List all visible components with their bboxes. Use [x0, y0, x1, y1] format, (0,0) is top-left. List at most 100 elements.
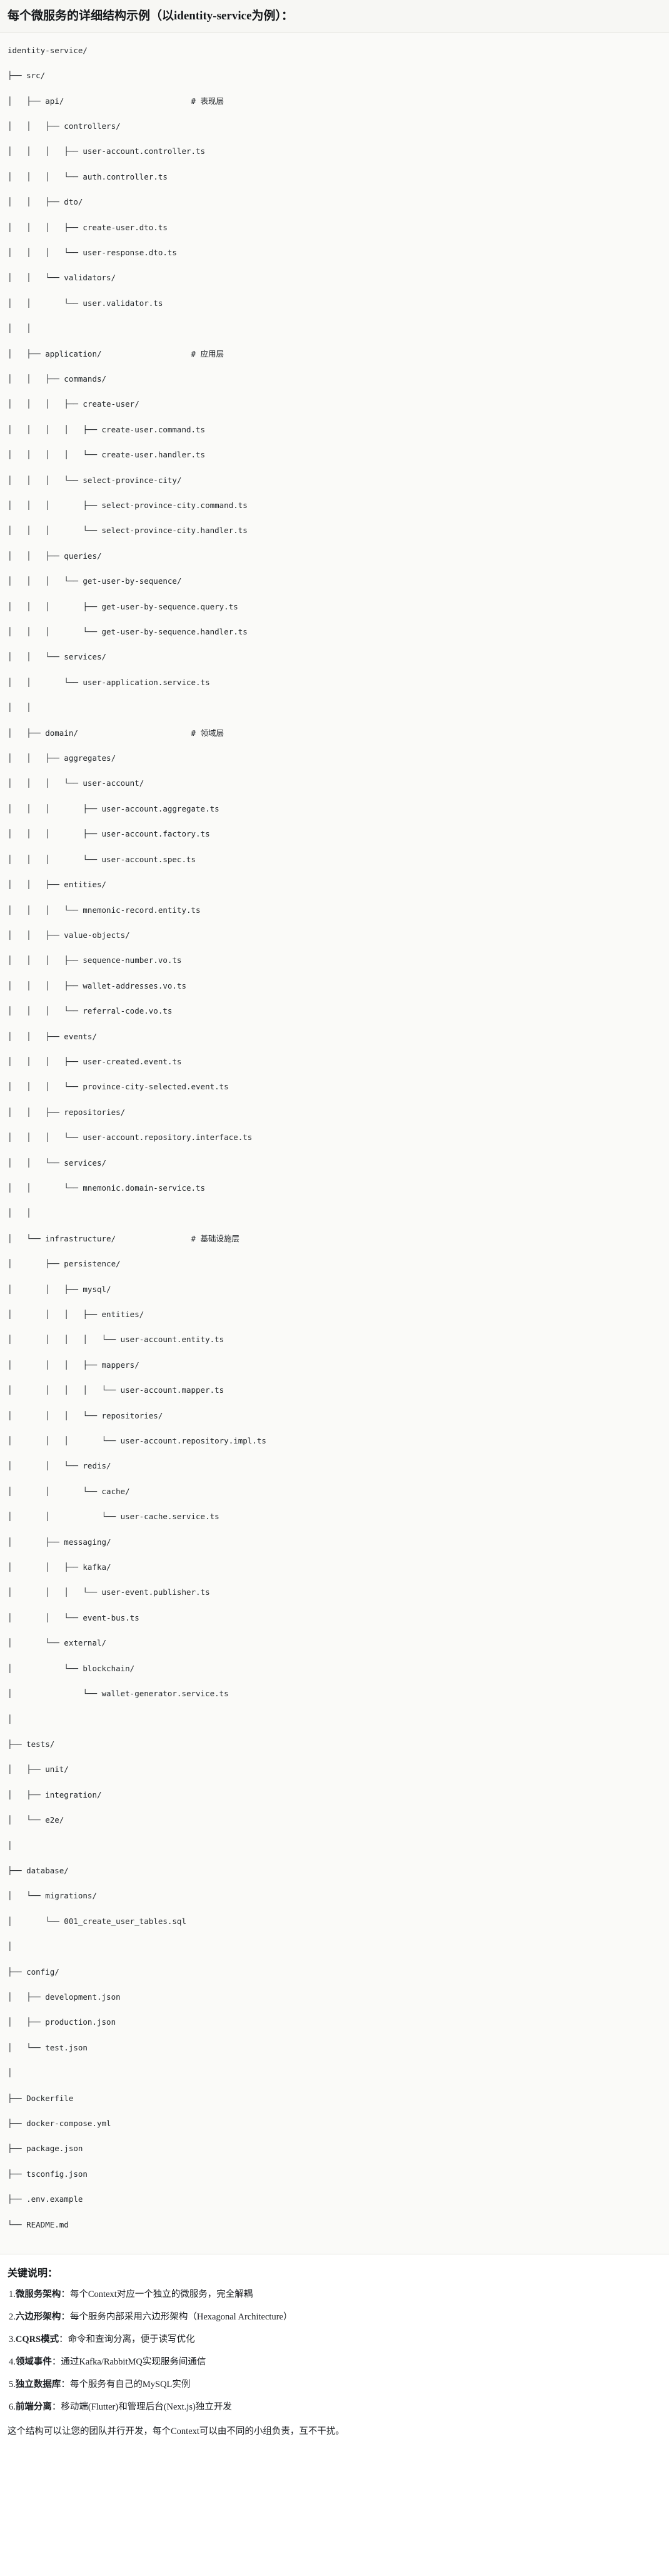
tree-line: │ │ └── user-cache.service.ts — [8, 1512, 219, 1522]
tree-line: ├── tests/ — [8, 1739, 55, 1749]
tree-line: │ └── 001_create_user_tables.sql — [8, 1916, 186, 1926]
tree-line: │ │ ├── repositories/ — [8, 1107, 126, 1117]
tree-line: │ │ │ └── referral-code.vo.ts — [8, 1006, 173, 1016]
tree-line: │ │ │ └── auth.controller.ts — [8, 171, 168, 181]
tree-line: │ │ └── cache/ — [8, 1486, 130, 1496]
tree-line: │ │ — [8, 323, 31, 333]
tree-line: │ │ │ └── select-province-city/ — [8, 475, 182, 485]
directory-tree-block: identity-service/ ├── src/ │ ├── api/ # … — [0, 33, 669, 2255]
tree-line: │ — [8, 2068, 13, 2078]
key-point-body: ：每个Context对应一个独立的微服务，完全解耦 — [61, 2289, 253, 2300]
tree-line: │ │ └── validators/ — [8, 273, 116, 283]
tree-line: │ │ ├── aggregates/ — [8, 753, 116, 763]
tree-line: │ │ │ ├── user-account.factory.ts — [8, 829, 210, 839]
tree-line: │ │ │ └── get-user-by-sequence.handler.t… — [8, 627, 248, 637]
key-point-number: 4. — [9, 2357, 16, 2368]
tree-line: ├── database/ — [8, 1865, 69, 1875]
tree-line: │ │ ├── queries/ — [8, 551, 102, 561]
tree-line: identity-service/ — [8, 45, 88, 55]
tree-line: │ │ │ ├── select-province-city.command.t… — [8, 501, 248, 510]
tree-line: │ │ │ └── user-account.repository.interf… — [8, 1133, 253, 1143]
tree-line: │ │ │ ├── entities/ — [8, 1310, 144, 1319]
tree-line: │ │ │ ├── user-created.event.ts — [8, 1056, 182, 1066]
tree-line: │ │ ├── entities/ — [8, 880, 107, 890]
document-page: 每个微服务的详细结构示例（以identity-service为例）： ident… — [0, 0, 669, 2448]
key-point-number: 3. — [9, 2334, 16, 2345]
tree-line: │ │ │ │ ├── create-user.command.ts — [8, 424, 206, 434]
tree-line: │ │ │ └── get-user-by-sequence/ — [8, 576, 182, 586]
page-title: 每个微服务的详细结构示例（以identity-service为例）： — [8, 9, 294, 23]
closing-paragraph: 这个结构可以让您的团队并行开发，每个Context可以由不同的小组负责，互不干扰… — [8, 2426, 345, 2437]
key-point-item: 4.领域事件：通过Kafka/RabbitMQ实现服务间通信 — [8, 2356, 661, 2369]
tree-line: ├── package.json — [8, 2144, 83, 2154]
tree-line: │ │ │ └── user-account/ — [8, 778, 144, 788]
tree-line: ├── config/ — [8, 1967, 59, 1977]
tree-line: │ │ │ ├── create-user/ — [8, 399, 139, 409]
tree-line: │ │ │ ├── wallet-addresses.vo.ts — [8, 980, 186, 990]
tree-line: │ ├── production.json — [8, 2017, 116, 2027]
key-point-number: 1. — [9, 2289, 16, 2300]
tree-line: │ ├── domain/ # 领域层 — [8, 728, 224, 738]
tree-line: │ └── e2e/ — [8, 1815, 64, 1825]
tree-line: ├── docker-compose.yml — [8, 2119, 111, 2128]
key-point-body: ：通过Kafka/RabbitMQ实现服务间通信 — [51, 2357, 206, 2368]
tree-line: │ │ └── services/ — [8, 1158, 107, 1168]
tree-line: │ │ │ └── user-event.publisher.ts — [8, 1587, 210, 1597]
tree-line: │ │ — [8, 1208, 31, 1218]
key-point-body: ：每个服务内部采用六边形架构（Hexagonal Architecture） — [61, 2312, 293, 2323]
tree-line: │ │ ├── commands/ — [8, 374, 107, 384]
tree-line: │ │ └── redis/ — [8, 1461, 111, 1471]
tree-line: │ └── migrations/ — [8, 1891, 97, 1901]
tree-line: │ — [8, 1840, 13, 1850]
tree-line: │ │ │ └── mnemonic-record.entity.ts — [8, 905, 201, 915]
tree-line: │ ├── persistence/ — [8, 1259, 121, 1269]
key-point-term: 独立数据库 — [15, 2380, 61, 2390]
tree-line: │ │ │ └── user-account.repository.impl.t… — [8, 1436, 266, 1446]
key-point-item: 1.微服务架构：每个Context对应一个独立的微服务，完全解耦 — [8, 2288, 661, 2301]
tree-line: │ └── wallet-generator.service.ts — [8, 1689, 229, 1699]
tree-line: └── README.md — [8, 2219, 69, 2229]
tree-line: │ │ └── user.validator.ts — [8, 298, 163, 308]
tree-line: │ │ └── services/ — [8, 652, 107, 662]
tree-line: │ │ ├── value-objects/ — [8, 930, 130, 940]
key-point-term: 微服务架构 — [15, 2289, 61, 2300]
directory-tree: identity-service/ ├── src/ │ ├── api/ # … — [0, 44, 669, 2244]
key-point-number: 6. — [9, 2402, 16, 2413]
tree-line: │ │ ├── controllers/ — [8, 121, 121, 131]
key-point-item: 6.前端分离：移动端(Flutter)和管理后台(Next.js)独立开发 — [8, 2401, 661, 2414]
key-point-body: ：命令和查询分离，便于读写优化 — [59, 2334, 195, 2345]
tree-line: ├── tsconfig.json — [8, 2169, 88, 2179]
key-point-number: 2. — [9, 2312, 16, 2323]
tree-line: │ │ └── user-application.service.ts — [8, 677, 210, 687]
tree-line: │ │ └── event-bus.ts — [8, 1612, 139, 1622]
tree-line: │ ├── development.json — [8, 1992, 121, 2002]
tree-line: │ — [8, 1942, 13, 1952]
tree-line: ├── src/ — [8, 71, 46, 81]
tree-line: │ │ ├── mysql/ — [8, 1284, 111, 1294]
tree-line: │ │ — [8, 703, 31, 713]
tree-line: │ │ │ └── user-account.spec.ts — [8, 854, 196, 864]
tree-line: │ │ └── mnemonic.domain-service.ts — [8, 1183, 206, 1193]
tree-line: │ │ ├── kafka/ — [8, 1562, 111, 1572]
key-point-item: 2.六边形架构：每个服务内部采用六边形架构（Hexagonal Architec… — [8, 2311, 661, 2324]
key-point-item: 3.CQRS模式：命令和查询分离，便于读写优化 — [8, 2333, 661, 2346]
tree-line: ├── .env.example — [8, 2194, 83, 2204]
key-point-term: 前端分离 — [15, 2402, 52, 2413]
tree-line: │ │ │ └── province-city-selected.event.t… — [8, 1082, 229, 1092]
tree-line: │ └── infrastructure/ # 基础设施层 — [8, 1233, 240, 1243]
key-point-term: 六边形架构 — [15, 2312, 61, 2323]
tree-line: │ │ │ │ └── user-account.entity.ts — [8, 1335, 224, 1345]
tree-line: │ └── test.json — [8, 2042, 88, 2052]
tree-line: │ └── external/ — [8, 1638, 107, 1648]
key-point-body: ：移动端(Flutter)和管理后台(Next.js)独立开发 — [51, 2402, 232, 2413]
tree-line: │ │ │ ├── create-user.dto.ts — [8, 222, 168, 232]
tree-line: │ └── blockchain/ — [8, 1663, 135, 1673]
tree-line: │ │ │ └── repositories/ — [8, 1410, 163, 1420]
key-point-term: 领域事件 — [15, 2357, 52, 2368]
key-points-section: 关键说明： 1.微服务架构：每个Context对应一个独立的微服务，完全解耦 2.… — [0, 2254, 669, 2448]
tree-line: │ │ │ └── user-response.dto.ts — [8, 247, 177, 257]
key-point-number: 5. — [9, 2380, 16, 2390]
tree-line: │ ├── application/ # 应用层 — [8, 349, 224, 359]
key-points-heading: 关键说明： — [8, 2268, 58, 2279]
